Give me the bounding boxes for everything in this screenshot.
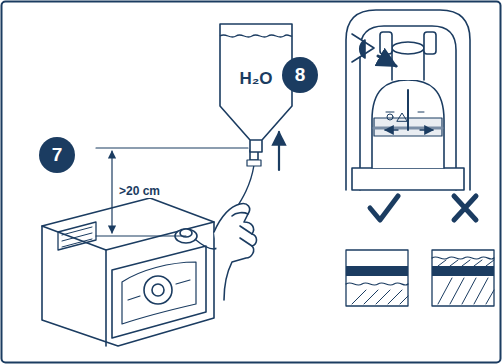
water-bag: H₂O	[218, 20, 294, 154]
wrong-level	[432, 250, 494, 306]
chamber-illustration	[346, 10, 470, 190]
dimension-label: >20 cm	[118, 184, 161, 198]
callout-number: 8	[282, 57, 318, 93]
device-illustration	[42, 198, 214, 346]
hand	[214, 204, 257, 300]
correct-level	[346, 250, 408, 306]
step-number: 7	[52, 144, 63, 166]
check-mark	[370, 196, 398, 220]
callout-number: 7	[39, 137, 75, 173]
bag-label: H₂O	[239, 69, 272, 89]
step-number: 8	[295, 64, 306, 86]
dimension-lines	[96, 148, 248, 236]
lift-arrow	[278, 132, 280, 170]
cross-mark	[454, 196, 476, 220]
eye-symbol	[352, 34, 433, 130]
